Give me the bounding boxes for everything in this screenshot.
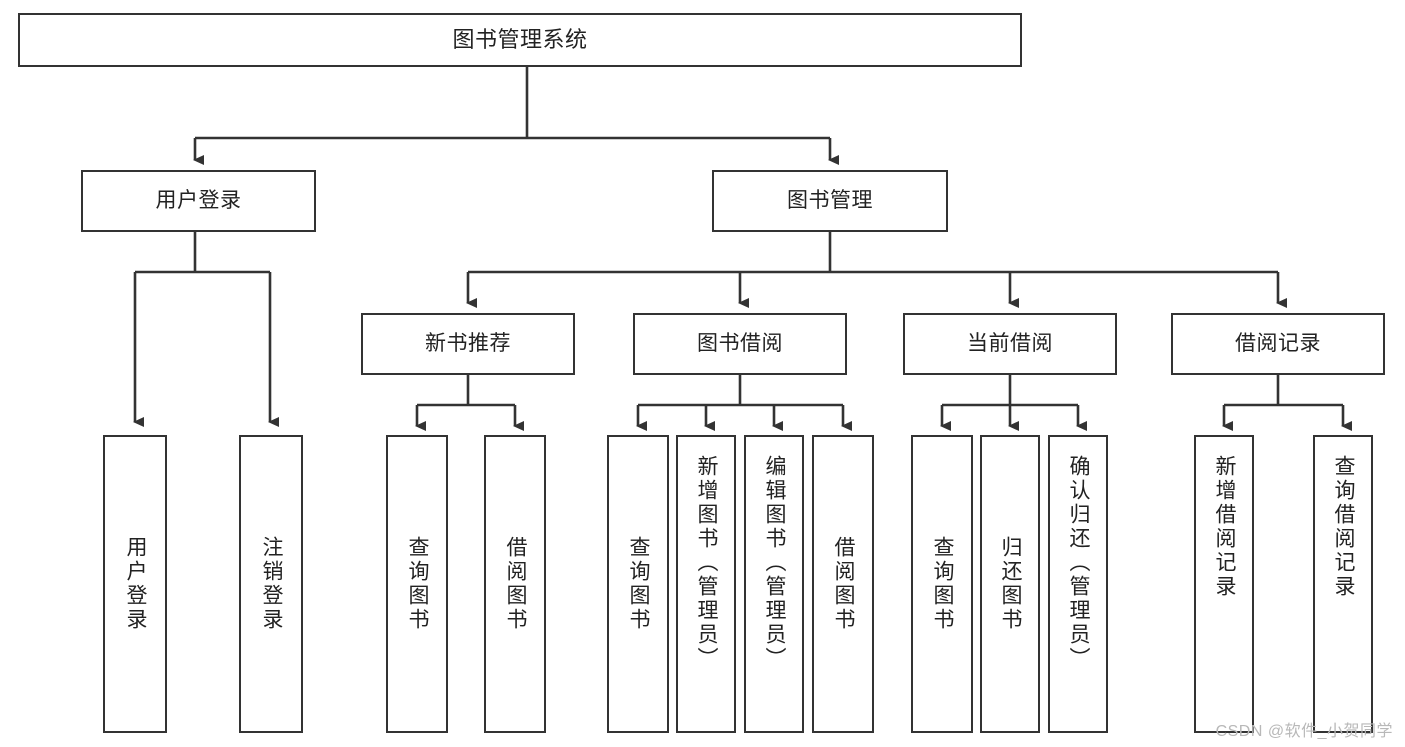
leaf-user-login[interactable]: 用户登录 bbox=[103, 435, 167, 733]
node-label: 确认归还（管理员） bbox=[1067, 455, 1091, 671]
leaf-query-book-recommend[interactable]: 查询图书 bbox=[386, 435, 448, 733]
node-label: 借阅图书 bbox=[504, 536, 528, 632]
node-label: 用户登录 bbox=[155, 188, 242, 212]
node-borrow-record[interactable]: 借阅记录 bbox=[1171, 313, 1385, 375]
node-label: 图书管理 bbox=[787, 188, 873, 212]
leaf-borrow-book[interactable]: 借阅图书 bbox=[812, 435, 874, 733]
node-label: 新书推荐 bbox=[425, 331, 511, 355]
node-label: 当前借阅 bbox=[967, 331, 1053, 355]
leaf-confirm-return-admin[interactable]: 确认归还（管理员） bbox=[1048, 435, 1108, 733]
node-label: 图书借阅 bbox=[697, 331, 783, 355]
node-label: 用户登录 bbox=[124, 536, 148, 632]
node-root-book-management-system[interactable]: 图书管理系统 bbox=[18, 13, 1022, 67]
node-label: 新增图书（管理员） bbox=[695, 455, 719, 671]
csdn-watermark: CSDN @软件_小贺同学 bbox=[1215, 723, 1393, 740]
node-label: 新增借阅记录 bbox=[1213, 455, 1237, 599]
leaf-query-borrow-record[interactable]: 查询借阅记录 bbox=[1313, 435, 1373, 733]
leaf-add-book-admin[interactable]: 新增图书（管理员） bbox=[676, 435, 736, 733]
node-label: 借阅记录 bbox=[1235, 331, 1321, 355]
node-label: 归还图书 bbox=[999, 536, 1023, 632]
node-label: 图书管理系统 bbox=[452, 27, 588, 53]
node-new-book-recommend[interactable]: 新书推荐 bbox=[361, 313, 575, 375]
node-label: 查询图书 bbox=[627, 536, 651, 632]
leaf-add-borrow-record[interactable]: 新增借阅记录 bbox=[1194, 435, 1254, 733]
leaf-borrow-book-recommend[interactable]: 借阅图书 bbox=[484, 435, 546, 733]
node-label: 查询借阅记录 bbox=[1332, 455, 1356, 599]
node-label: 编辑图书（管理员） bbox=[763, 455, 787, 671]
leaf-return-book[interactable]: 归还图书 bbox=[980, 435, 1040, 733]
node-label: 查询图书 bbox=[406, 536, 430, 632]
node-book-management[interactable]: 图书管理 bbox=[712, 170, 948, 232]
leaf-query-book-borrow[interactable]: 查询图书 bbox=[607, 435, 669, 733]
leaf-logout[interactable]: 注销登录 bbox=[239, 435, 303, 733]
leaf-edit-book-admin[interactable]: 编辑图书（管理员） bbox=[744, 435, 804, 733]
node-label: 注销登录 bbox=[260, 536, 284, 632]
node-book-borrow[interactable]: 图书借阅 bbox=[633, 313, 847, 375]
leaf-query-book-current[interactable]: 查询图书 bbox=[911, 435, 973, 733]
node-user-login[interactable]: 用户登录 bbox=[81, 170, 316, 232]
node-label: 查询图书 bbox=[931, 536, 955, 632]
node-current-borrow[interactable]: 当前借阅 bbox=[903, 313, 1117, 375]
node-label: 借阅图书 bbox=[832, 536, 856, 632]
